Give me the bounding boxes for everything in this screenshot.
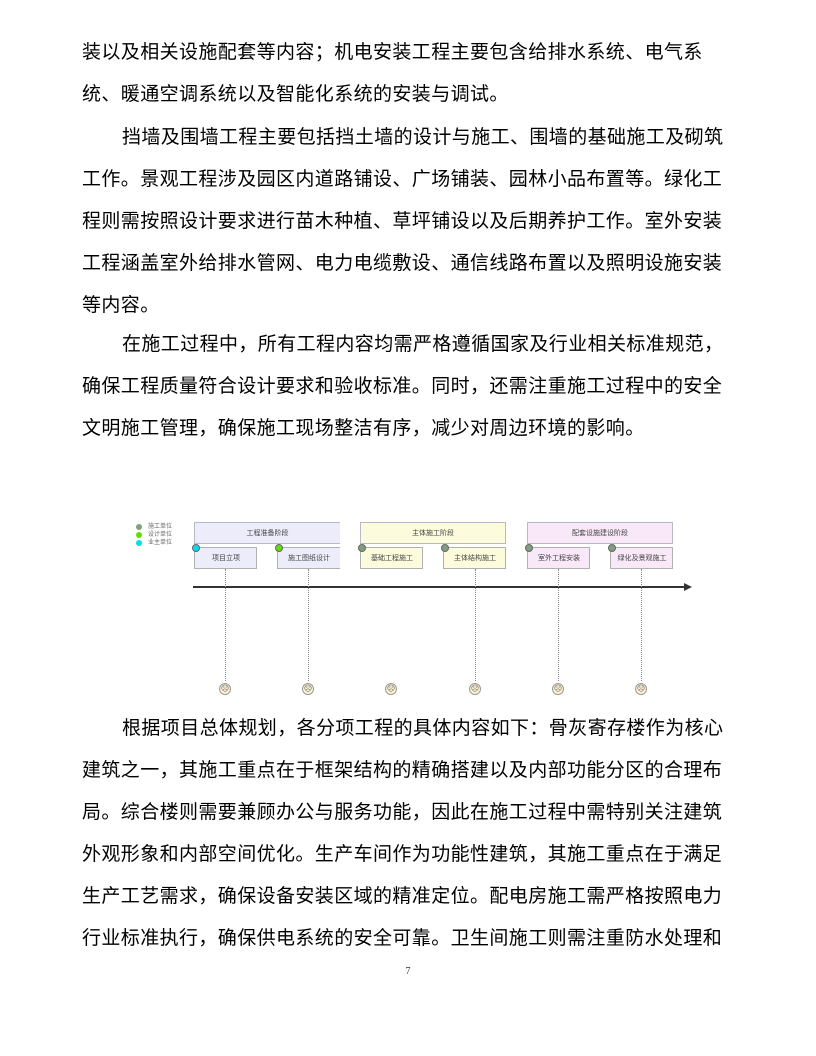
task-label: 室外工程安装 [538,553,580,562]
task-project-approval: 项目立项 [192,544,257,569]
construction-timeline-diagram: 施工单位 设计单位 业主单位 工程准备阶段 主体施工阶段 配套设施建设阶段 项目… [120,510,710,710]
task-landscaping: 绿化及景观施工 [608,544,673,569]
legend-label: 施工单位 [148,523,173,530]
connector-line [225,569,226,681]
text-line: 文明施工管理，确保施工现场整洁有序，减少对周边环境的影响。 [82,417,645,439]
phase-label: 工程准备阶段 [246,529,289,537]
frown-face-icon: ☹ [219,683,231,695]
legend-dot-icon [136,540,142,546]
paragraph-2: 挡墙及围墙工程主要包括挡土墙的设计与施工、围墙的基础施工及砌筑 工作。景观工程涉… [82,116,724,326]
text-line: 工程涵盖室外给排水管网、电力电缆敷设、通信线路布置以及照明设施安装 [82,252,723,274]
text-line: 工作。景观工程涉及园区内道路铺设、广场铺装、园林小品布置等。绿化工 [82,168,723,190]
contractor-dot-icon [608,544,616,552]
text-line: 外观形象和内部空间优化。生产车间作为功能性建筑，其施工重点在于满足 [82,843,723,865]
legend-label: 业主单位 [148,539,173,546]
timeline-axis [193,586,686,588]
paragraph-4: 根据项目总体规划，各分项工程的具体内容如下：骨灰寄存楼作为核心 建筑之一，其施工… [82,707,724,959]
connector-line [308,569,309,681]
phase-preparation: 工程准备阶段 [194,522,340,544]
text-line: 挡墙及围墙工程主要包括挡土墙的设计与施工、围墙的基础施工及砌筑 [122,126,724,148]
text-line: 根据项目总体规划，各分项工程的具体内容如下：骨灰寄存楼作为核心 [122,717,724,739]
text-line: 等内容。 [82,294,160,316]
phase-label: 主体施工阶段 [412,529,454,537]
frown-face-icon: ☹ [552,683,564,695]
frown-face-icon: ☹ [302,683,314,695]
task-label: 绿化及景观施工 [617,553,667,562]
contractor-dot-icon [441,544,449,552]
task-label: 施工图纸设计 [288,553,330,562]
phase-main-construction: 主体施工阶段 [360,522,506,544]
task-foundation: 基础工程施工 [358,544,423,569]
connector-line [475,569,476,681]
text-line: 生产工艺需求，确保设备安装区域的精准定位。配电房施工需严格按照电力 [82,885,723,907]
legend-item: 施工单位 [136,523,172,531]
legend-label: 设计单位 [148,531,173,538]
connector-line [558,569,559,681]
arrow-right-icon [684,583,692,591]
task-outdoor-installation: 室外工程安装 [525,544,590,569]
legend-item: 业主单位 [136,539,172,547]
legend: 施工单位 设计单位 业主单位 [136,523,172,547]
page-number: 7 [405,966,411,977]
owner-dot-icon [192,544,200,552]
frown-face-icon: ☹ [385,683,397,695]
task-label: 基础工程施工 [371,553,413,562]
designer-dot-icon [275,544,283,552]
contractor-dot-icon [358,544,366,552]
legend-dot-icon [136,532,142,538]
text-line: 统、暖通空调系统以及智能化系统的安装与调试。 [82,83,509,105]
text-line: 确保工程质量符合设计要求和验收标准。同时，还需注重施工过程中的安全 [82,375,723,397]
frown-face-icon: ☹ [635,683,647,695]
legend-dot-icon [136,524,142,530]
text-line: 装以及相关设施配套等内容；机电安装工程主要包含给排水系统、电气系 [82,41,703,63]
task-label: 项目立项 [212,553,240,562]
paragraph-1: 装以及相关设施配套等内容；机电安装工程主要包含给排水系统、电气系 统、暖通空调系… [82,31,722,115]
text-line: 建筑之一，其施工重点在于框架结构的精确搭建以及内部功能分区的合理布 [82,759,723,781]
legend-item: 设计单位 [136,531,172,539]
paragraph-3: 在施工过程中，所有工程内容均需严格遵循国家及行业相关标准规范， 确保工程质量符合… [82,323,724,449]
frown-face-icon: ☹ [469,683,481,695]
phase-label: 配套设施建设阶段 [572,529,628,537]
text-line: 局。综合楼则需要兼顾办公与服务功能，因此在施工过程中需特别关注建筑 [82,801,723,823]
text-line: 在施工过程中，所有工程内容均需严格遵循国家及行业相关标准规范， [122,333,724,355]
contractor-dot-icon [525,544,533,552]
task-drawing-design: 施工图纸设计 [275,544,340,569]
text-line: 程则需按照设计要求进行苗木种植、草坪铺设以及后期养护工作。室外安装 [82,210,723,232]
text-line: 行业标准执行，确保供电系统的安全可靠。卫生间施工则需注重防水处理和 [82,927,723,949]
task-label: 主体结构施工 [454,553,496,562]
phase-supporting-facilities: 配套设施建设阶段 [527,522,673,544]
connector-line [641,569,642,681]
task-main-structure: 主体结构施工 [441,544,506,569]
